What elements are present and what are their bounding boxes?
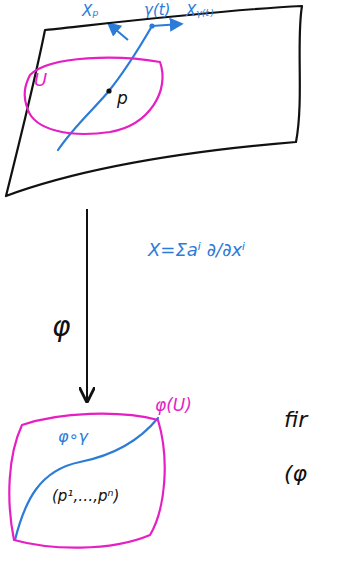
point-label: p <box>117 89 128 108</box>
chart-domain-outline <box>22 52 167 138</box>
cut-off-note: fir <box>284 408 307 432</box>
chart-domain: Up <box>22 52 167 138</box>
map-arrow <box>86 209 88 401</box>
curve-label: φ∘γ <box>58 428 88 446</box>
region-label: φ(U) <box>155 396 192 415</box>
region-label: U <box>34 70 47 90</box>
cut-off-note: (φ <box>284 462 307 486</box>
coordinate-label: (p¹,…,pⁿ) <box>52 488 119 505</box>
tangent-arrow <box>109 24 128 40</box>
vector-field-formula: X=Σaⁱ ∂/∂xⁱ <box>148 240 245 260</box>
chart-image-outline <box>5 395 215 555</box>
tangent-arrow <box>152 24 181 26</box>
curve-phi-gamma <box>15 418 158 540</box>
manifold-surface: Xₚ γ(t) Xᵧ₍ₜ₎ Up <box>0 0 342 205</box>
manifold-surface-outline <box>0 0 342 205</box>
tangent-vector-label: Xₚ <box>82 3 99 20</box>
chart-image: φ(U) φ∘γ (p¹,…,pⁿ) <box>5 395 215 555</box>
curve-gamma <box>58 26 152 150</box>
point-p <box>106 88 111 93</box>
tangent-vector-label: Xᵧ₍ₜ₎ <box>186 3 214 20</box>
map-label: φ <box>52 312 70 343</box>
curve-point-label: γ(t) <box>144 2 170 19</box>
